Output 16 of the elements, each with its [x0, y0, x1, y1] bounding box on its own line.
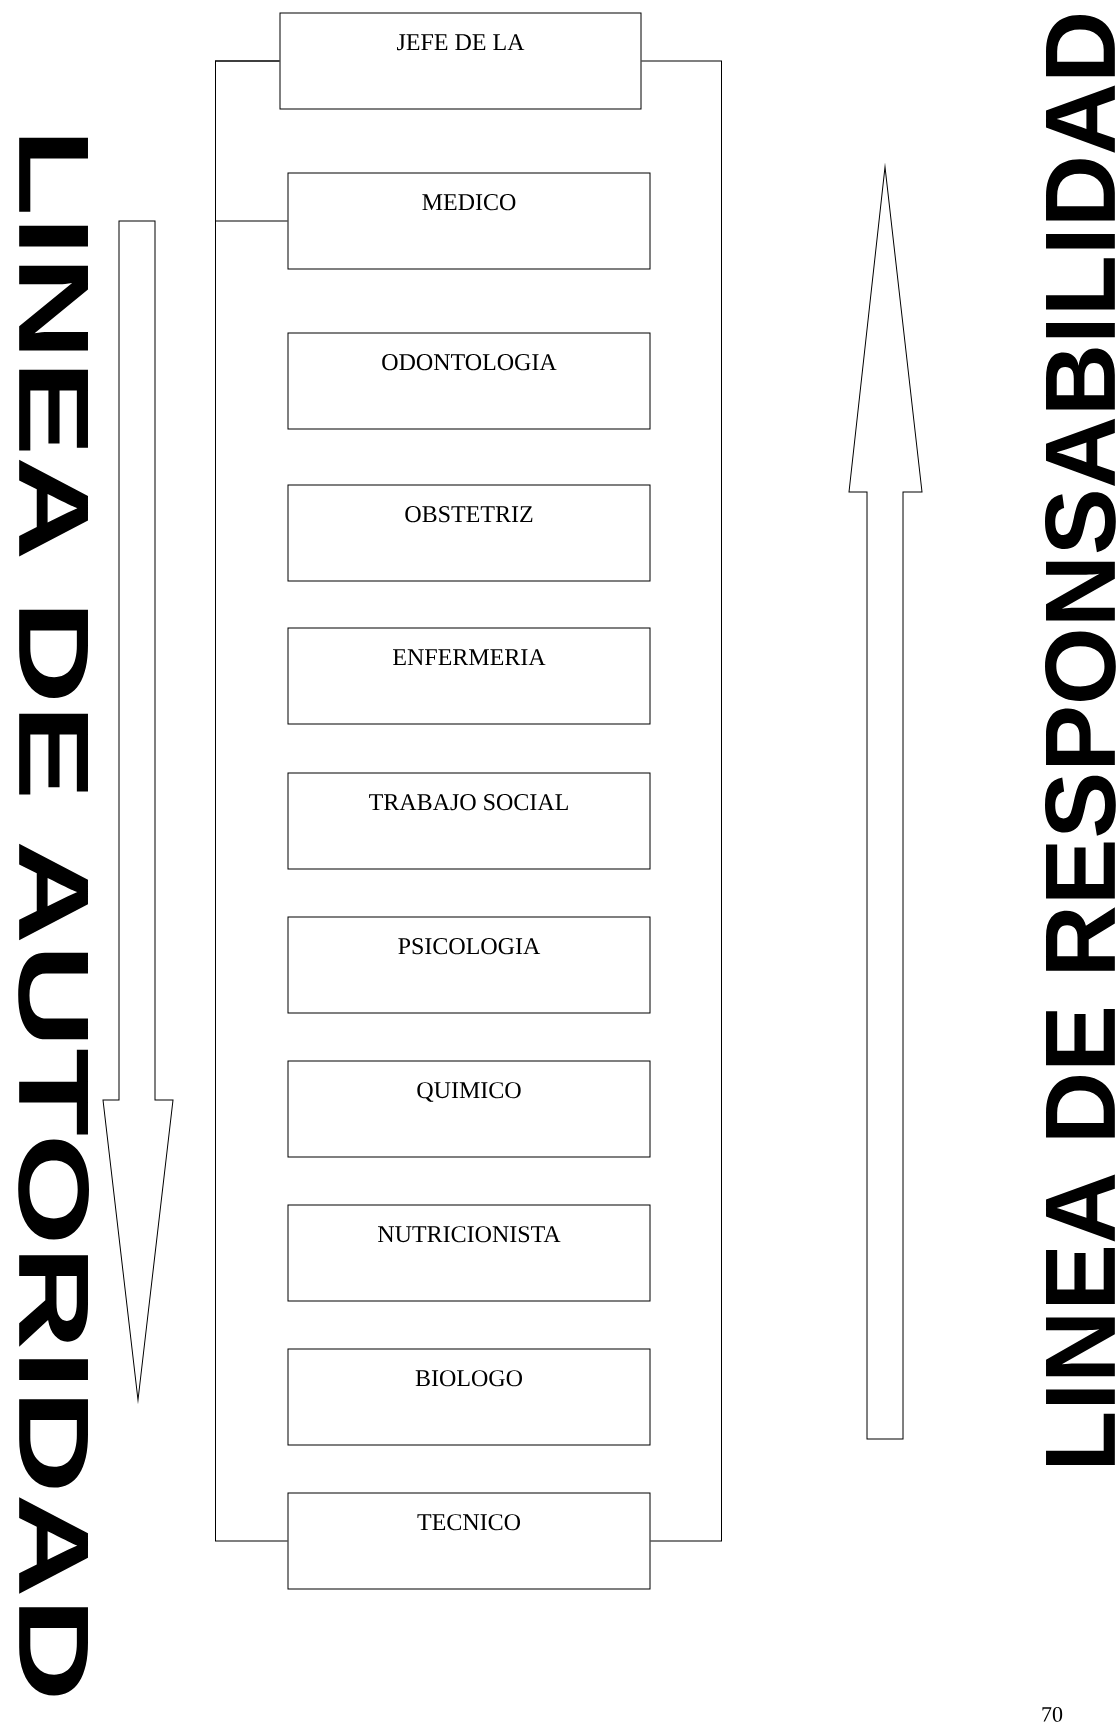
- role-box: MEDICO: [287, 172, 651, 270]
- role-box: OBSTETRIZ: [287, 484, 651, 582]
- vertical-heading: LINEA DE AUTORIDAD: [18, 137, 89, 1696]
- role-box: BIOLOGO: [287, 1348, 651, 1446]
- role-box: QUIMICO: [287, 1060, 651, 1158]
- role-box: PSICOLOGIA: [287, 916, 651, 1014]
- role-box: NUTRICIONISTA: [287, 1204, 651, 1302]
- connector-line: [641, 60, 722, 1542]
- connector-line: [215, 60, 288, 1542]
- vertical-heading: LINEA DE RESPONSABILIDAD: [1045, 14, 1116, 1466]
- page-number: 70: [1042, 1706, 1063, 1722]
- role-box: TECNICO: [287, 1492, 651, 1590]
- role-box: TRABAJO SOCIAL: [287, 772, 651, 870]
- role-box: ENFERMERIA: [287, 627, 651, 725]
- role-box: JEFE DE LA: [279, 12, 642, 110]
- role-box: ODONTOLOGIA: [287, 332, 651, 430]
